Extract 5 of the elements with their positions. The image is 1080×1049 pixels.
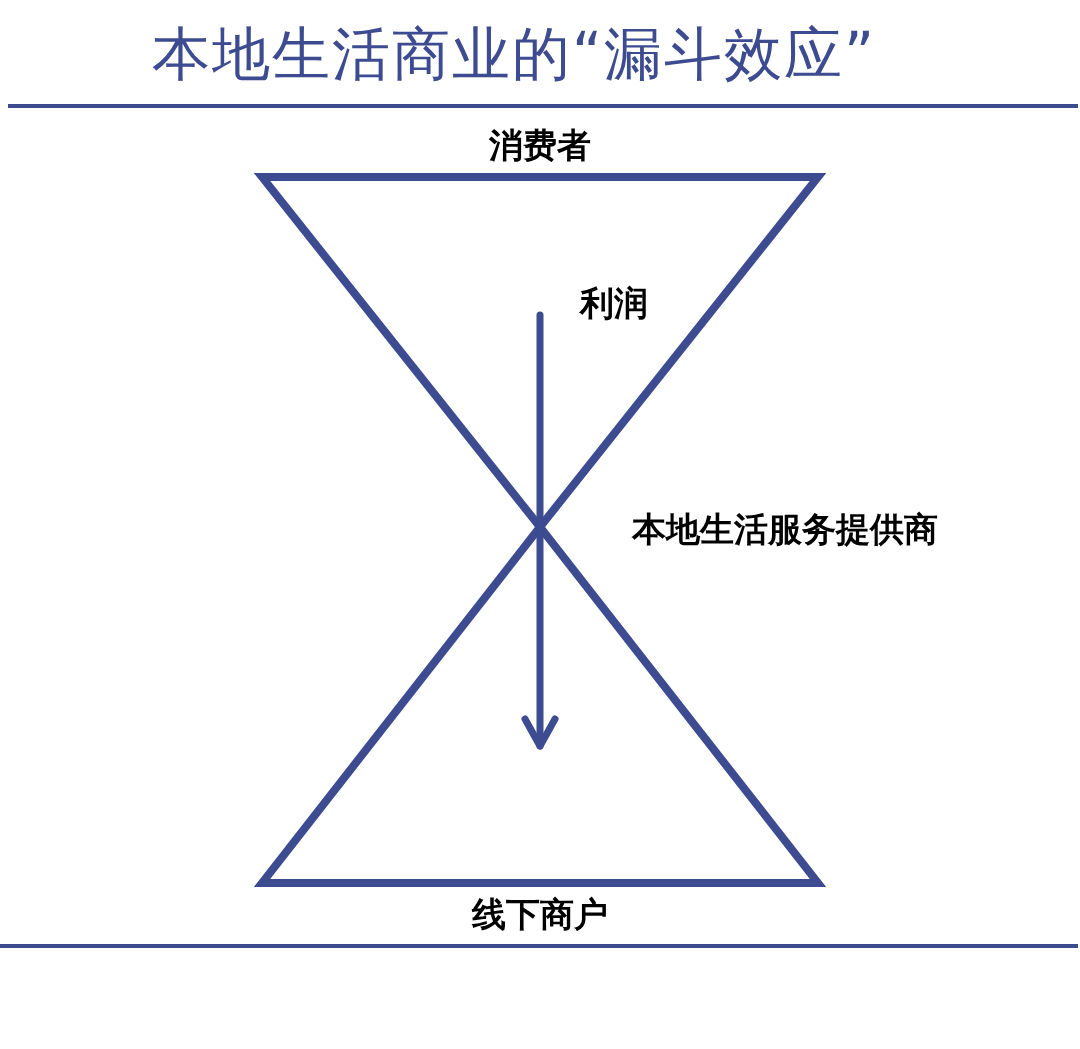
title: 本地生活商业的“漏斗效应”: [152, 19, 877, 90]
node-label: 线下商户: [472, 893, 608, 935]
node-label: 消费者: [489, 124, 591, 166]
annotation-label: 本地生活服务提供商: [632, 508, 938, 550]
edge-label: 利润: [580, 282, 648, 324]
